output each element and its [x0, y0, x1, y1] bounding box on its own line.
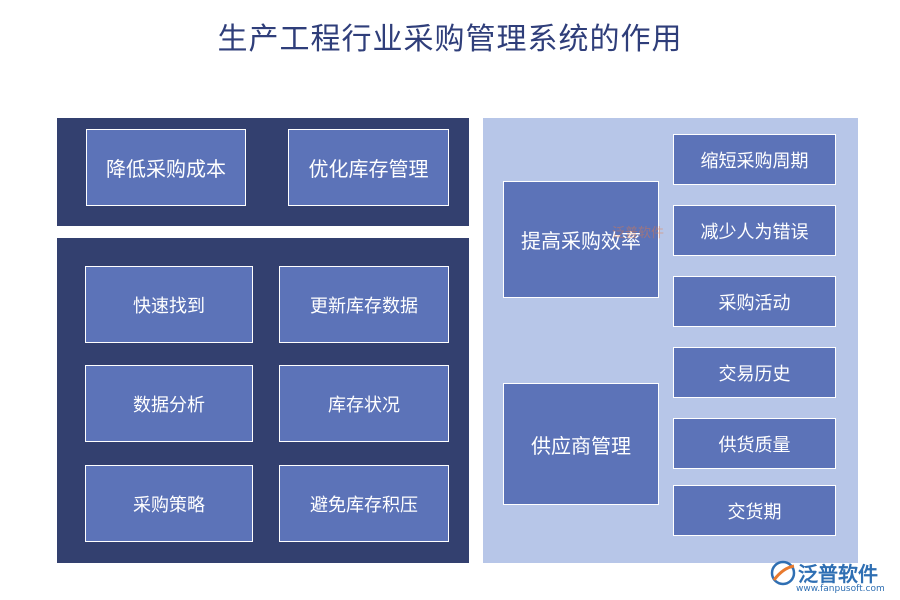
- logo: 泛普软件 www.fanpusoft.com: [770, 556, 896, 596]
- logo-icon: [770, 560, 796, 586]
- box-reduce-errors: 减少人为错误: [673, 205, 836, 256]
- box-optimize-inventory: 优化库存管理: [288, 129, 449, 206]
- box-supplier-management: 供应商管理: [503, 383, 659, 505]
- box-data-analysis: 数据分析: [85, 365, 253, 442]
- box-transaction-history: 交易历史: [673, 347, 836, 398]
- box-purchase-activity: 采购活动: [673, 276, 836, 327]
- logo-url: www.fanpusoft.com: [796, 584, 885, 594]
- box-quick-find: 快速找到: [85, 266, 253, 343]
- box-supply-quality: 供货质量: [673, 418, 836, 469]
- box-inventory-status: 库存状况: [279, 365, 449, 442]
- box-avoid-overstock: 避免库存积压: [279, 465, 449, 542]
- box-shorten-cycle: 缩短采购周期: [673, 134, 836, 185]
- watermark: 泛普软件: [612, 226, 665, 241]
- logo-name: 泛普软件: [798, 562, 878, 586]
- box-update-inventory: 更新库存数据: [279, 266, 449, 343]
- box-reduce-cost: 降低采购成本: [86, 129, 246, 206]
- diagram-title: 生产工程行业采购管理系统的作用: [217, 22, 683, 57]
- box-delivery-period: 交货期: [673, 485, 836, 536]
- box-improve-efficiency: 提高采购效率: [503, 181, 659, 298]
- box-purchase-strategy: 采购策略: [85, 465, 253, 542]
